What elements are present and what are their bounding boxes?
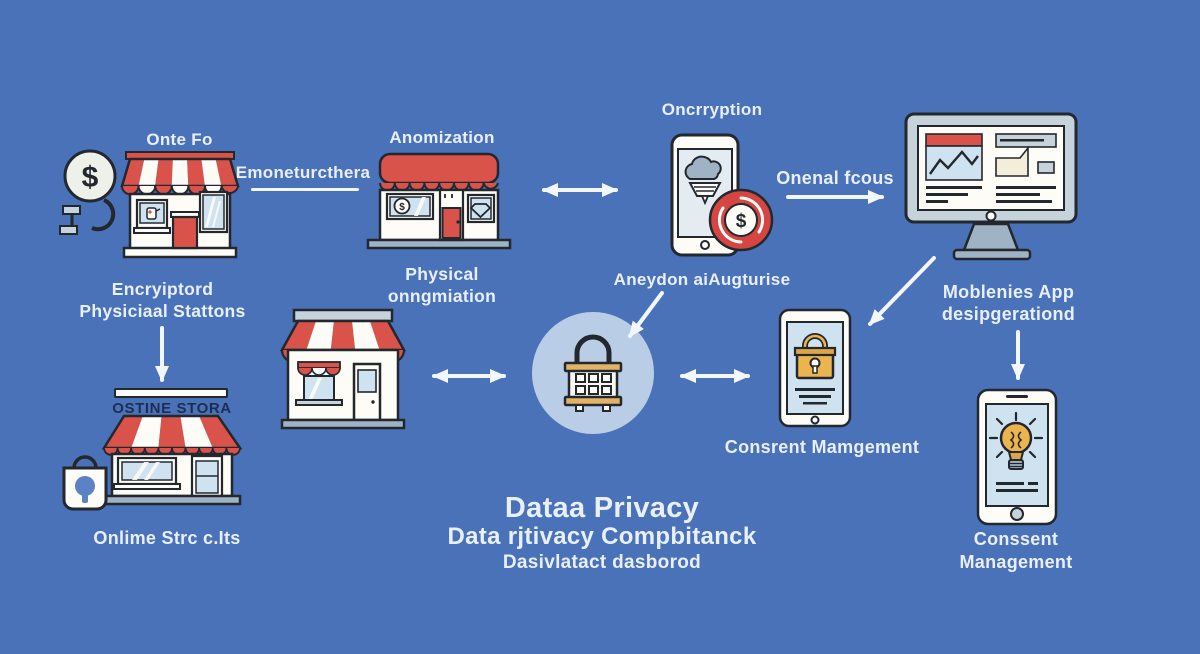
dollar-glyph: $ (736, 211, 747, 232)
shopping-bag-lock-icon (62, 455, 108, 511)
store1-title: Onte Fo (146, 130, 213, 149)
dollar-glyph: $ (82, 161, 99, 194)
down-arrow-icon (1011, 330, 1025, 380)
dollar-coin-icon: $ (59, 149, 117, 235)
title-line-2: Data rjtivacy Compbitanck (447, 523, 757, 550)
double-arrow-icon (542, 183, 618, 197)
title-line-3: Dasivlatact dasborod (502, 552, 702, 573)
left-note-2: Physiciaal Stattons (79, 301, 246, 321)
tablet-lock-icon (778, 308, 852, 428)
store-sign-text: OSTINE STORA (112, 400, 232, 417)
down-arrow-icon (155, 326, 169, 382)
storefront-icon (101, 414, 243, 506)
storefront-icon (120, 151, 240, 259)
title-line-1: Dataa Privacy (504, 492, 700, 524)
store4-caption: Onlime Strc c.Its (93, 528, 241, 548)
dollar-glyph: $ (399, 202, 405, 213)
tablet-caption: Consrent Mamgement (724, 437, 920, 457)
monitor-caption-2: desipgerationd (941, 304, 1076, 324)
double-arrow-icon (432, 369, 506, 383)
padlock-circle-icon (532, 312, 654, 434)
desktop-dashboard-icon (904, 112, 1078, 261)
smartphone-bulb-icon (976, 388, 1058, 526)
monitor-caption-1: Moblenies App (942, 282, 1075, 302)
double-arrow-icon (680, 369, 750, 383)
phone1-caption: Aneydon aiAugturise (613, 270, 791, 289)
phone1-title: Oncrryption (661, 100, 763, 119)
store2-caption: Physical onngmiation (387, 264, 497, 306)
right-arrow-icon (786, 190, 884, 204)
store2-title: Anomization (389, 128, 495, 147)
diagonal-arrow-icon (868, 256, 936, 326)
diagonal-arrow-icon (628, 291, 664, 338)
storefront-icon: $ (366, 152, 512, 250)
flow-arrow-label: Onenal fcous (776, 168, 894, 188)
connector-underline (251, 188, 359, 191)
storefront-icon (279, 308, 407, 430)
store-sign-bar (114, 388, 228, 398)
connector-label: Emoneturcthera (235, 163, 371, 182)
phone2-caption: Conssent Management (959, 529, 1073, 572)
left-note-1: Encryiptord (111, 279, 214, 299)
dollar-badge-icon: $ (708, 188, 774, 252)
